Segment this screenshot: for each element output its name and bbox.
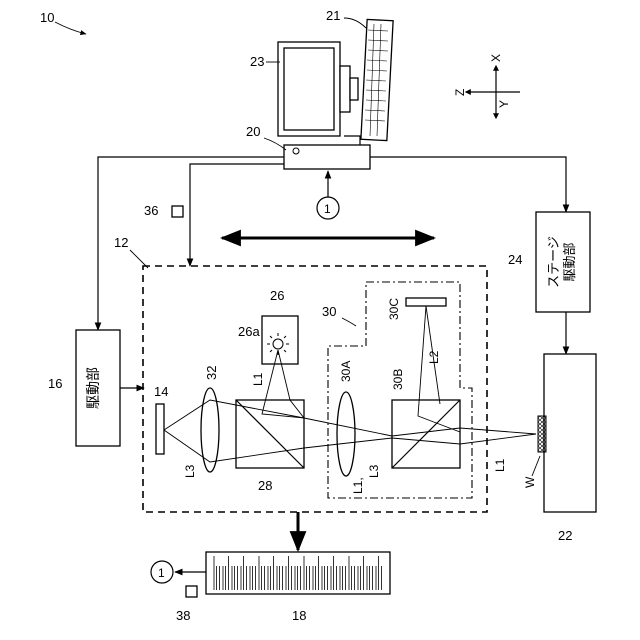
stage-drive-text-1: ステージ [546,236,561,288]
label-workpiece-leader [532,456,540,476]
label-stage: 22 [558,528,572,543]
label-optical-unit: 12 [114,235,128,250]
lens-30a [337,392,355,476]
label-system-leader [55,22,86,34]
label-module-36: 36 [144,203,158,218]
stage-drive-text-2: 駆動部 [562,242,577,281]
beam-splitter-left [236,400,304,468]
drive-unit-left-text: 駆動部 [85,367,101,409]
label-optical-unit-leader [130,250,148,268]
lens-32 [201,388,219,472]
axis-indicator [466,66,520,118]
label-mirror-30c: 30C [387,298,401,320]
label-light-source-point: 26a [238,324,260,339]
axis-z-label: Z [453,89,467,96]
label-beam-l1-top: L1 [251,372,265,386]
line-computer-to-optics [190,164,284,266]
label-keyboard-leader [344,18,366,28]
label-splitter-30b: 30B [391,369,405,390]
label-computer-leader [264,138,286,150]
light-source-element [156,404,164,454]
stage [544,354,596,512]
label-beam-splitter-left: 28 [258,478,272,493]
keyboard [361,19,393,140]
workpiece [538,416,546,452]
computer-power-indicator [293,148,299,154]
label-module-38: 38 [176,608,190,623]
label-light-source: 26 [270,288,284,303]
connector-bottom-label: 1 [158,566,165,580]
label-reference-assembly-leader [342,318,356,326]
label-computer: 20 [246,124,260,139]
label-display-scale: 18 [292,608,306,623]
monitor [278,42,360,146]
splitter-30b [392,400,460,468]
label-system: 10 [40,10,54,25]
line-computer-to-stage-drive [370,157,566,212]
display-scale [206,552,390,594]
connector-top-label: 1 [324,202,331,216]
label-beam-l1-right: L1 [493,458,507,472]
label-lens-32: 32 [204,366,219,380]
module-36 [172,206,183,217]
label-stage-drive: 24 [508,252,522,267]
axis-y-label: Y [497,100,511,108]
label-monitor: 23 [250,54,264,69]
label-beam-l3-left: L3 [183,464,197,478]
label-lens-30a: 30A [339,361,353,382]
label-reference-assembly: 30 [322,304,336,319]
label-workpiece: W [523,476,537,488]
mirror-30c [406,298,446,306]
label-beam-l2: L2 [427,350,441,364]
label-light-source-element: 14 [154,384,168,399]
module-38 [186,586,197,597]
label-drive-unit-left: 16 [48,376,62,391]
label-beam-l1-mid: L1, [351,477,365,494]
label-keyboard: 21 [326,8,340,23]
axis-x-label: X [489,54,503,62]
label-beam-l3-mid: L3 [367,464,381,478]
